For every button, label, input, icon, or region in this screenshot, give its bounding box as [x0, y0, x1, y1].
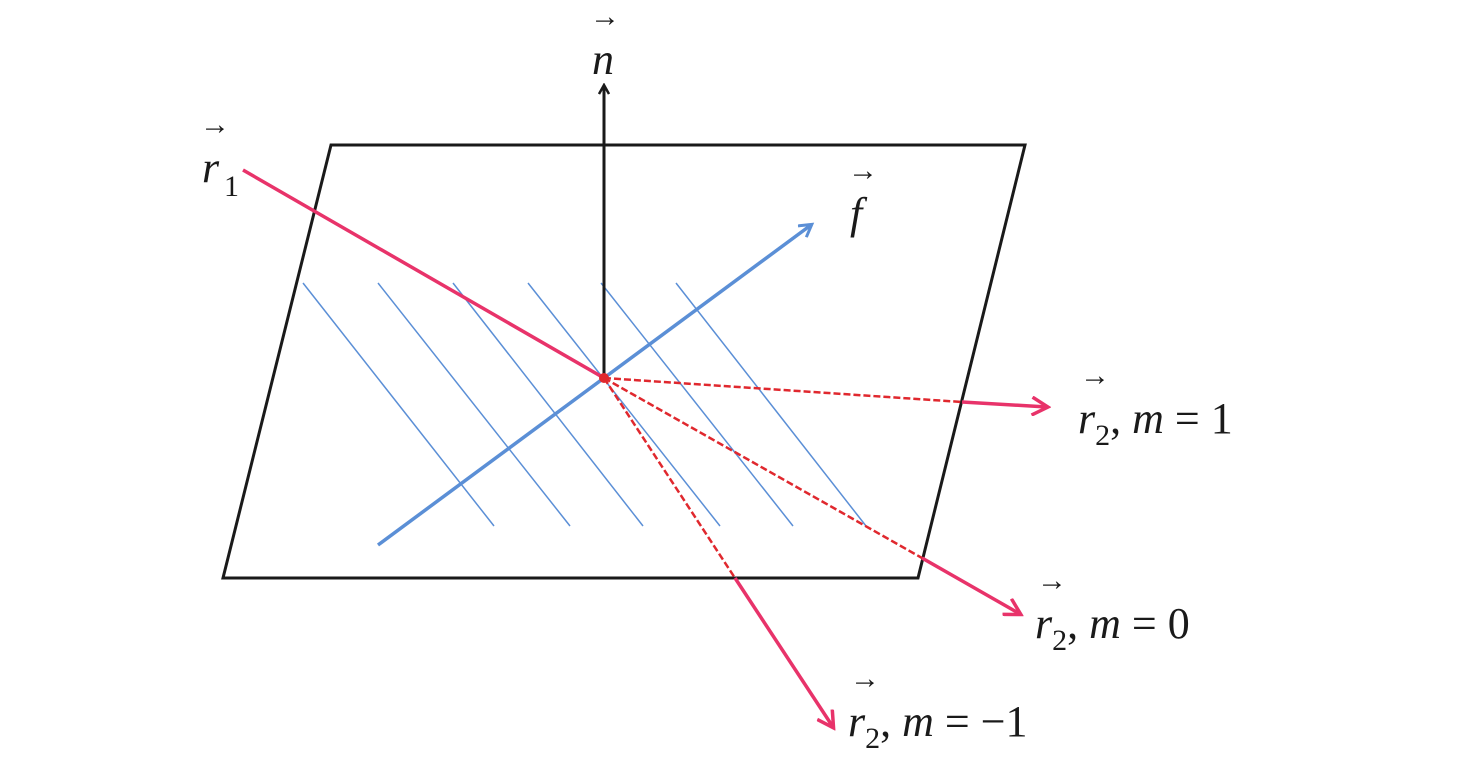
equals: = [934, 697, 981, 746]
grating-line [600, 282, 794, 527]
incident-ray [242, 168, 605, 380]
ray-m0-dashed [603, 376, 923, 560]
label-incident: → r 1 [200, 108, 239, 203]
grating-line [675, 282, 867, 527]
equals: = [1121, 599, 1168, 648]
diffracted-symbol: r [848, 697, 866, 746]
order-value: 0 [1168, 599, 1190, 648]
order-variable: m [1132, 394, 1164, 443]
label-order-minus-1: → r2, m = −1 [848, 662, 1028, 755]
vector-arrow-glyph: → [848, 154, 878, 187]
separator: , [1067, 599, 1089, 648]
diffracted-symbol: r [1035, 599, 1053, 648]
grating-plane [221, 143, 1027, 580]
diffracted-subscript: 2 [1095, 419, 1110, 452]
order-variable: m [902, 697, 934, 746]
vector-arrow-glyph: → [590, 0, 620, 33]
vector-arrow-glyph: → [200, 108, 230, 141]
order-value: −1 [981, 697, 1028, 746]
diffracted-rays [602, 376, 1047, 727]
incident-symbol: r [202, 143, 220, 192]
separator: , [880, 697, 902, 746]
ray-m1-dashed [603, 376, 963, 404]
svg-text:r2, m = 1: r2, m = 1 [1078, 394, 1233, 452]
ray-m1-arrow [961, 402, 1047, 407]
grating-vector-symbol: f [850, 189, 868, 238]
ray-m-1-arrow [733, 577, 833, 727]
grating-line [302, 282, 495, 527]
svg-text:r2, m = −1: r2, m = −1 [848, 697, 1028, 755]
diffracted-subscript: 2 [865, 722, 880, 755]
label-normal: → n [590, 0, 620, 84]
grating-line [527, 282, 721, 527]
vector-arrow-glyph: → [850, 662, 880, 695]
grating-vector-arrow [376, 225, 811, 547]
grating-lines [302, 282, 867, 527]
equals: = [1164, 394, 1211, 443]
label-grating-vector: → f [848, 154, 878, 238]
label-order-0: → r2, m = 0 [1035, 564, 1190, 657]
grating-line [452, 282, 644, 527]
incident-subscript: 1 [224, 170, 239, 203]
order-variable: m [1089, 599, 1121, 648]
diffracted-subscript: 2 [1052, 624, 1067, 657]
ray-m0-arrow [921, 556, 1020, 614]
diffracted-symbol: r [1078, 394, 1096, 443]
order-value: 1 [1211, 394, 1233, 443]
ray-m-1-dashed [602, 377, 737, 579]
normal-symbol: n [592, 35, 614, 84]
vector-arrow-glyph: → [1037, 564, 1067, 597]
svg-text:r2, m = 0: r2, m = 0 [1035, 599, 1190, 657]
vector-arrow-glyph: → [1080, 359, 1110, 392]
separator: , [1110, 394, 1132, 443]
label-order-1: → r2, m = 1 [1078, 359, 1233, 452]
grating-line [377, 282, 571, 527]
